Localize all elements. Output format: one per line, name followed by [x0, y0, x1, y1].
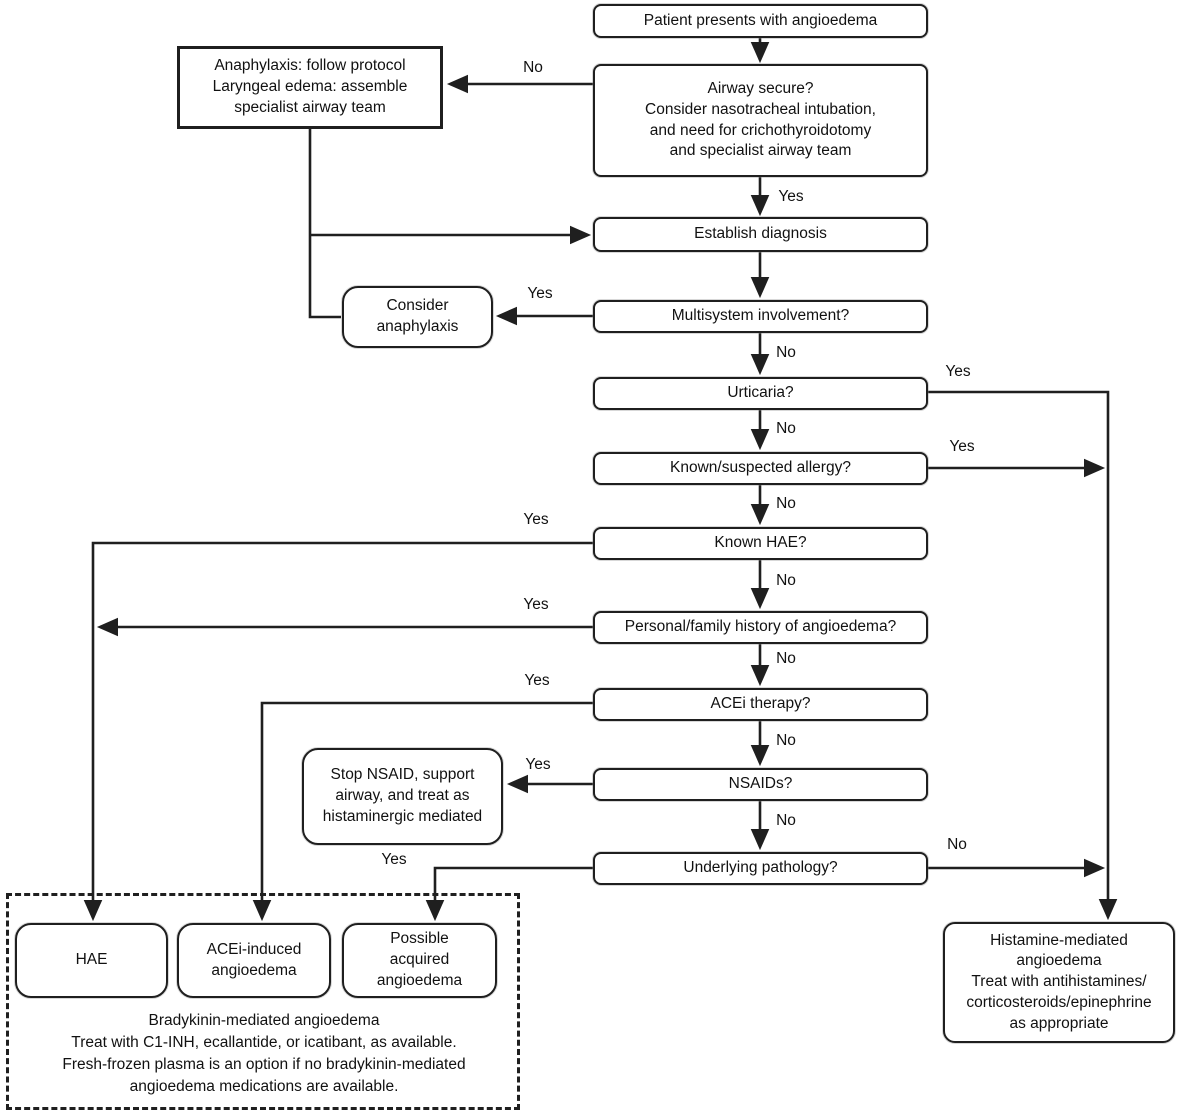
- node-known-hae: Known HAE?: [593, 527, 928, 560]
- bradykinin-note: Bradykinin-mediated angioedema Treat wit…: [62, 1012, 466, 1095]
- edge-anaphylaxis-down-to-consider: [308, 129, 341, 319]
- node-personal-family-history: Personal/family history of angioedema?: [593, 611, 928, 644]
- label-hae-yes: Yes: [523, 511, 549, 528]
- label-acei-yes: Yes: [524, 672, 550, 689]
- label-allergy-yes: Yes: [949, 438, 975, 455]
- node-consider-anaphylaxis: Consider anaphylaxis: [342, 286, 493, 348]
- label-history-no: No: [776, 650, 796, 667]
- node-anaphylaxis-protocol: Anaphylaxis: follow protocol Laryngeal e…: [177, 46, 443, 129]
- node-establish-diagnosis: Establish diagnosis: [593, 217, 928, 252]
- bradykinin-group-box: [6, 893, 520, 1110]
- label-underlying-no: No: [947, 836, 967, 853]
- node-patient-presents: Patient presents with angioedema: [593, 4, 928, 38]
- label-multisystem-yes: Yes: [527, 285, 553, 302]
- node-multisystem-involvement: Multisystem involvement?: [593, 300, 928, 333]
- node-airway-secure: Airway secure? Consider nasotracheal int…: [593, 64, 928, 177]
- node-histamine-mediated: Histamine-mediated angioedema Treat with…: [943, 922, 1175, 1043]
- node-acei-induced-outcome: ACEi-induced angioedema: [177, 923, 331, 998]
- edge-urticaria-yes-rail-to-histamine: [928, 390, 1118, 921]
- node-urticaria: Urticaria?: [593, 377, 928, 410]
- label-nsaids-yes: Yes: [525, 756, 551, 773]
- label-hae-no: No: [776, 572, 796, 589]
- label-airway-no: No: [523, 59, 543, 76]
- edge-knownhae-yes-rail-to-hae: [83, 541, 593, 922]
- node-possible-acquired-outcome: Possible acquired angioedema: [342, 923, 497, 998]
- label-urticaria-yes: Yes: [945, 363, 971, 380]
- label-airway-yes: Yes: [778, 188, 804, 205]
- label-urticaria-no: No: [776, 420, 796, 437]
- label-multisystem-no: No: [776, 344, 796, 361]
- node-nsaids: NSAIDs?: [593, 768, 928, 801]
- edge-underlying-yes-rail-to-possible: [425, 866, 593, 922]
- node-hae-outcome: HAE: [15, 923, 168, 998]
- label-acei-no: No: [776, 732, 796, 749]
- node-known-suspected-allergy: Known/suspected allergy?: [593, 452, 928, 485]
- node-stop-nsaid: Stop NSAID, support airway, and treat as…: [302, 748, 503, 845]
- node-underlying-pathology: Underlying pathology?: [593, 852, 928, 885]
- edge-acei-yes-rail-to-aceibox: [252, 701, 593, 922]
- node-acei-therapy: ACEi therapy?: [593, 688, 928, 721]
- label-allergy-no: No: [776, 495, 796, 512]
- label-underlying-yes: Yes: [381, 851, 407, 868]
- label-nsaids-no: No: [776, 812, 796, 829]
- label-history-yes: Yes: [523, 596, 549, 613]
